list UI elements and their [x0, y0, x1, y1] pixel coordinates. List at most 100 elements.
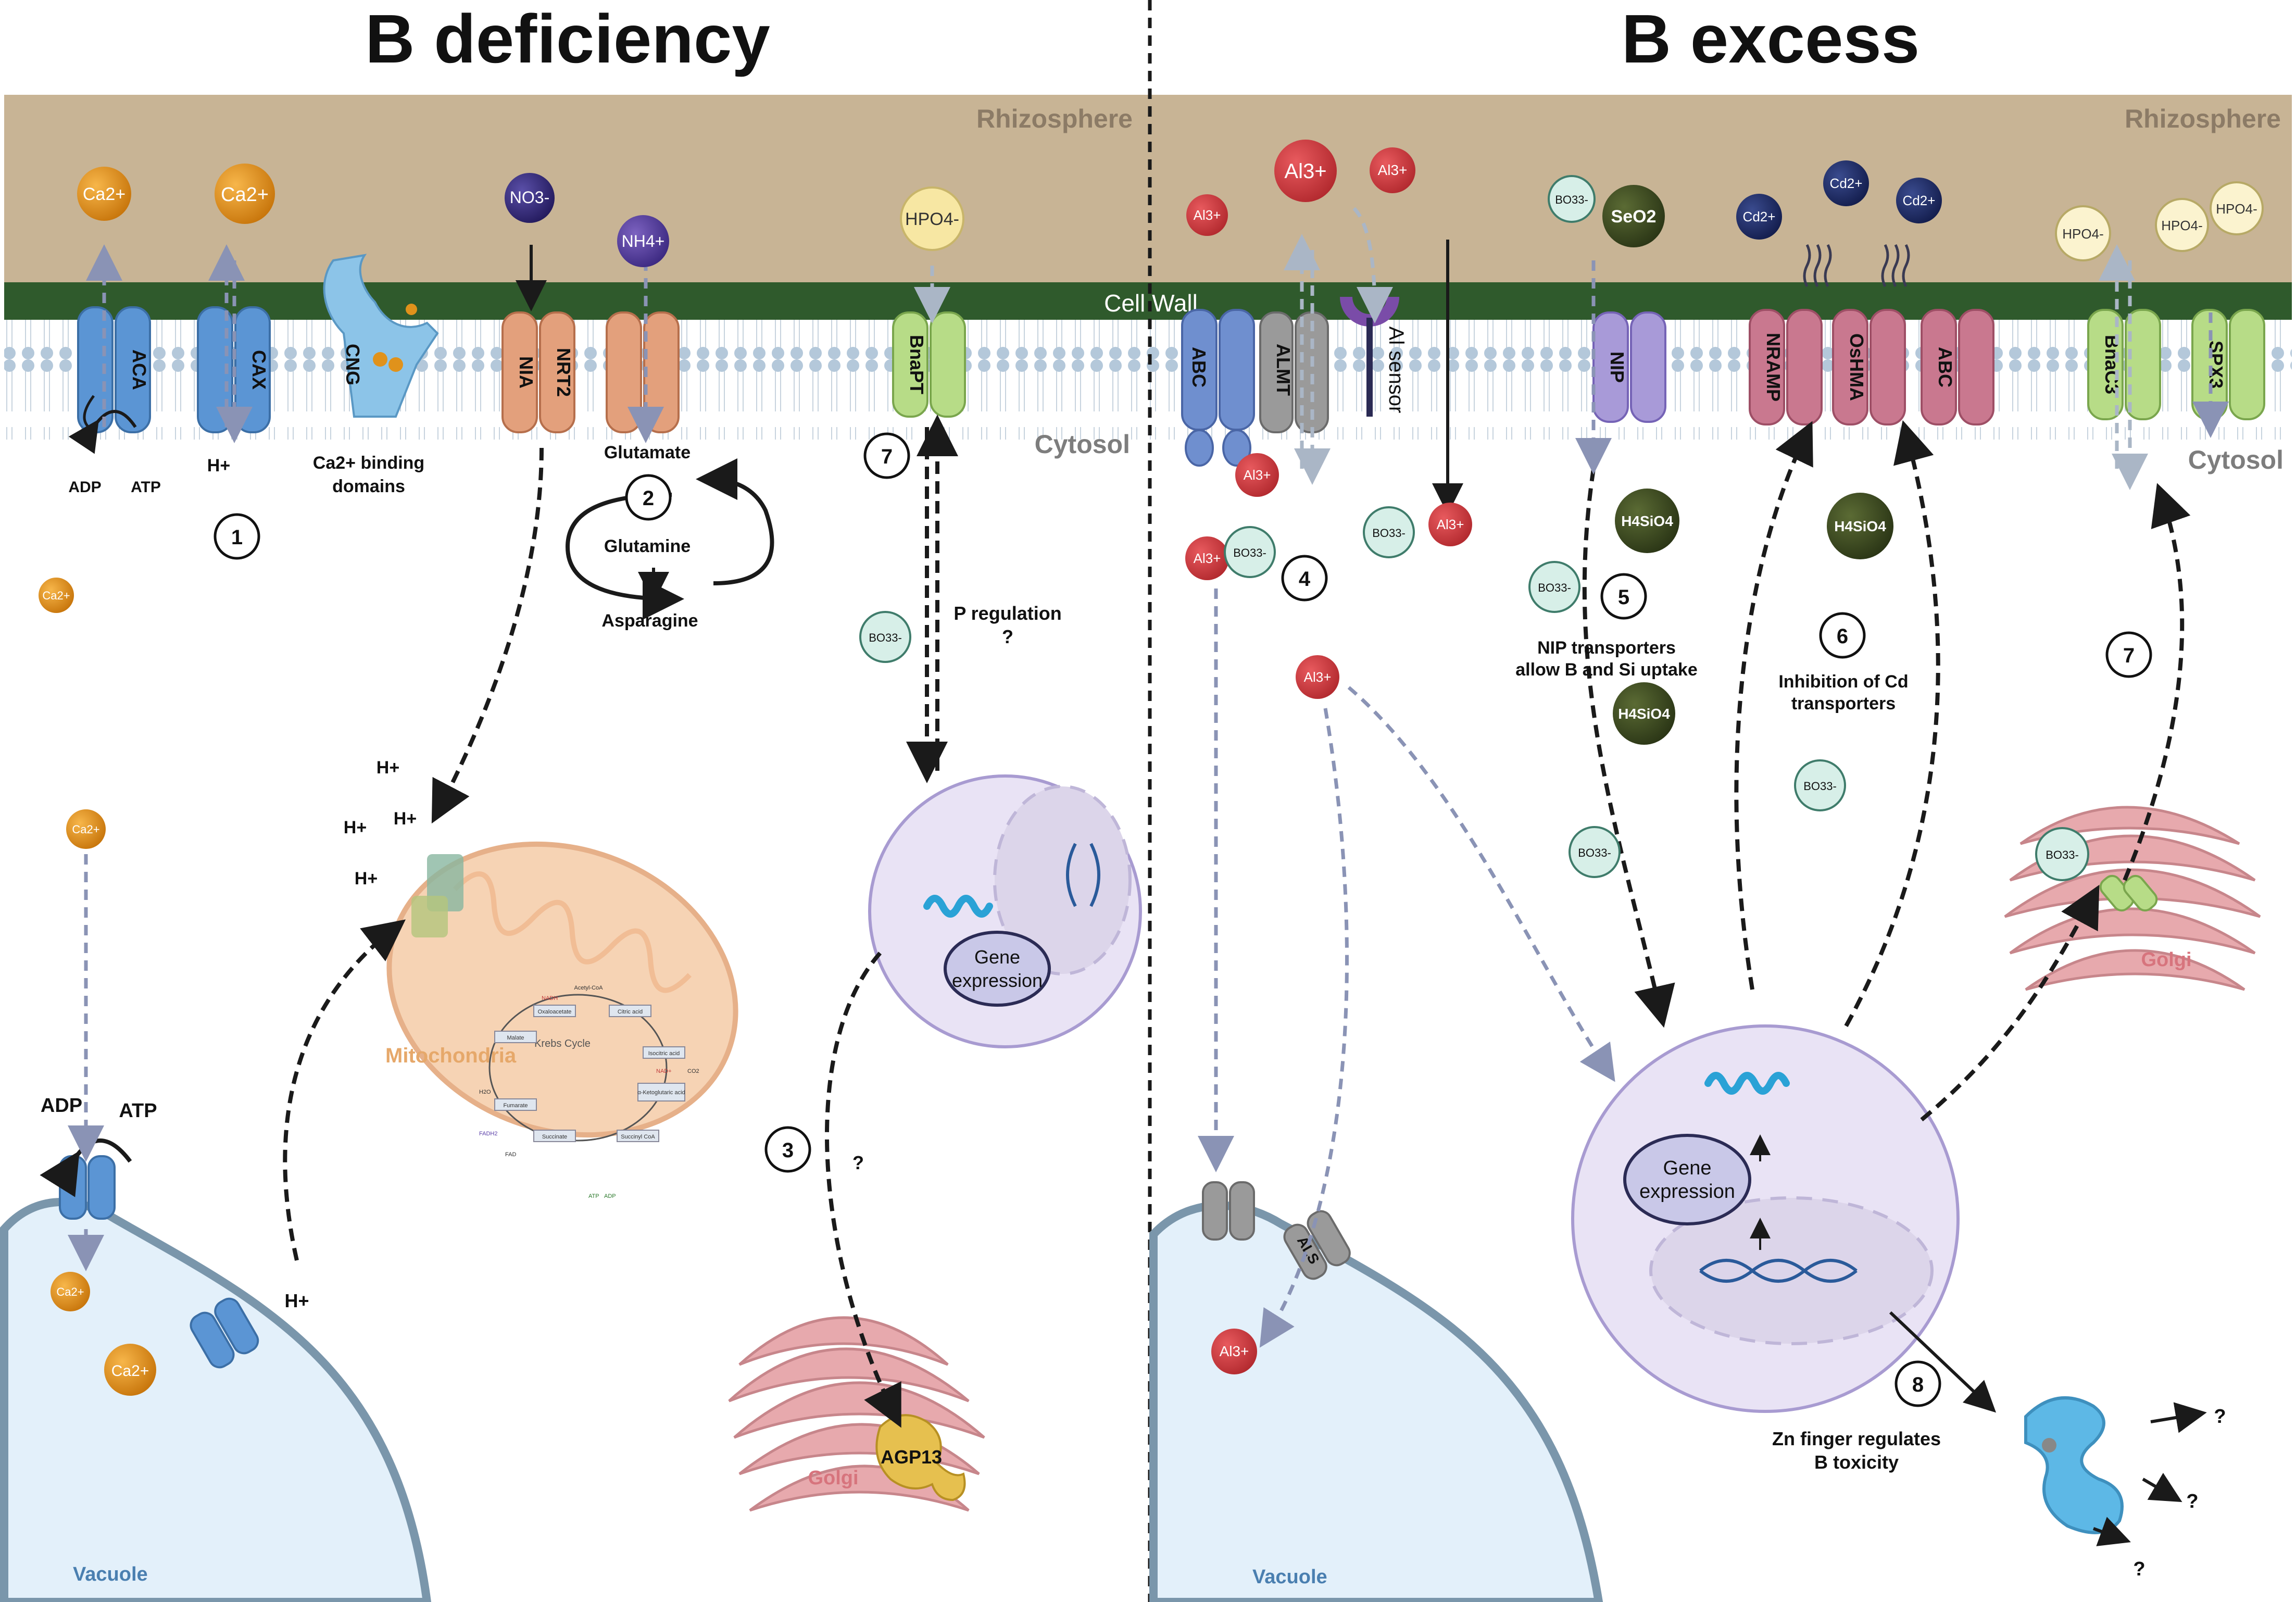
- svg-text:NIP: NIP: [1607, 352, 1628, 383]
- hpo4-ion: HPO4-: [2055, 205, 2111, 261]
- krebs-cycle: Oxaloacetate Citric acid Isocitric acid …: [479, 985, 699, 1199]
- svg-text:Oxaloacetate: Oxaloacetate: [538, 1009, 572, 1015]
- ammonium-transporter: [606, 311, 680, 433]
- cd-ion: Cd2+: [1736, 194, 1782, 240]
- step-7-left: 7: [863, 432, 910, 479]
- left-labels: ADP ATP ADP ATP Ca2+ binding domains Glu…: [41, 443, 1062, 1173]
- ca-ion: Ca2+: [66, 809, 106, 849]
- al-ion: Al3+: [1185, 536, 1229, 580]
- svg-text:Fumarate: Fumarate: [503, 1103, 528, 1109]
- svg-text:HPO4-: HPO4-: [2216, 201, 2257, 217]
- no3-ion: NO3-: [505, 173, 555, 223]
- bnac3-transporter: BnaC3: [2087, 309, 2161, 420]
- svg-text:Ca2+: Ca2+: [42, 589, 70, 602]
- bo3-ion: BO33-: [1363, 506, 1415, 558]
- h-ion: H+: [284, 1290, 309, 1311]
- bo3-ion: BO33-: [1224, 526, 1276, 578]
- vacuole-left: Vacuole: [0, 1197, 432, 1602]
- golgi-left-label: Golgi: [808, 1467, 858, 1489]
- agp13-protein: AGP13: [875, 1414, 966, 1501]
- svg-text:AGP13: AGP13: [881, 1446, 942, 1468]
- svg-text:NH4+: NH4+: [622, 232, 665, 251]
- ca-ion: Ca2+: [215, 164, 275, 224]
- svg-text:3: 3: [782, 1139, 794, 1162]
- adp-label-vacuole: ADP: [41, 1095, 82, 1117]
- zn-question-2: ?: [2186, 1491, 2198, 1512]
- svg-text:Al3+: Al3+: [1437, 517, 1464, 532]
- svg-text:Al3+: Al3+: [1284, 160, 1326, 183]
- step-1: 1: [214, 513, 260, 560]
- step-2: 2: [625, 474, 672, 521]
- p-regulation-label: P regulation: [953, 603, 1061, 624]
- bo3-ion: BO33-: [1569, 826, 1621, 878]
- svg-text:Ca2+: Ca2+: [221, 184, 269, 206]
- h4sio4-ion: H4SiO4: [1827, 493, 1893, 559]
- svg-text:HPO4-: HPO4-: [2062, 226, 2103, 242]
- mitochondria-label: Mitochondria: [385, 1044, 517, 1067]
- b-toxicity-label: B toxicity: [1814, 1451, 1899, 1473]
- nip-transporters-label: NIP transporters: [1537, 638, 1676, 658]
- golgi-right: Golgi: [2004, 806, 2261, 991]
- bo3-ion: BO33-: [1794, 759, 1846, 811]
- svg-text:1: 1: [231, 526, 243, 549]
- svg-text:8: 8: [1912, 1373, 1924, 1396]
- svg-text:Malate: Malate: [507, 1035, 524, 1041]
- svg-text:Al sensor: Al sensor: [1385, 327, 1408, 414]
- svg-text:NO3-: NO3-: [510, 188, 549, 207]
- krebs-cycle-label: Krebs Cycle: [534, 1038, 591, 1049]
- golgi-question-left: ?: [852, 1152, 864, 1173]
- ca-ion: Ca2+: [77, 167, 131, 221]
- ca-ion: Ca2+: [104, 1344, 156, 1396]
- nucleus-right: Gene expression: [1571, 1024, 1960, 1413]
- svg-text:BO33-: BO33-: [1538, 581, 1571, 594]
- cell-wall-label: Cell Wall: [1104, 290, 1198, 317]
- nucleus-left: Gene expression: [868, 774, 1142, 1048]
- svg-text:ALMT: ALMT: [1273, 344, 1294, 396]
- rhizosphere-label-right: Rhizosphere: [2125, 104, 2281, 133]
- al-ion: Al3+: [1428, 503, 1472, 546]
- ca-ion: Ca2+: [51, 1272, 90, 1311]
- svg-text:ATP: ATP: [588, 1193, 599, 1199]
- right-labels: NIP transporters allow B and Si uptake I…: [1515, 638, 2226, 1580]
- step-7-right: 7: [2105, 631, 2152, 678]
- ca-binding-domains-label: domains: [332, 477, 405, 496]
- zn-finger-label: Zn finger regulates: [1772, 1428, 1941, 1449]
- svg-text:CO2: CO2: [687, 1068, 699, 1074]
- svg-text:BO33-: BO33-: [1555, 193, 1588, 206]
- al-ion: Al3+: [1235, 453, 1279, 497]
- cax-transporter: CAX: [197, 306, 271, 433]
- svg-text:ABC: ABC: [1188, 347, 1210, 387]
- step-5: 5: [1600, 573, 1647, 620]
- cd-transporters-label: transporters: [1791, 694, 1896, 714]
- glutamine-label: Glutamine: [604, 536, 691, 556]
- h-ion: H+: [344, 818, 367, 837]
- bnapt-transporter: BnaPT: [892, 311, 966, 418]
- gene-expression-right-2: expression: [1639, 1181, 1735, 1203]
- svg-text:Acetyl-CoA: Acetyl-CoA: [574, 985, 603, 991]
- h-ion: H+: [355, 869, 378, 888]
- svg-text:Al3+: Al3+: [1194, 207, 1221, 223]
- svg-text:Citric acid: Citric acid: [618, 1009, 643, 1015]
- hpo4-ion: HPO4-: [2210, 181, 2264, 235]
- svg-text:Vacuole: Vacuole: [73, 1563, 148, 1585]
- cng-channel: CNG: [323, 254, 439, 418]
- glutamate-label: Glutamate: [604, 443, 691, 462]
- bo3-ion: BO33-: [2035, 827, 2089, 881]
- atp-label: ATP: [131, 479, 161, 496]
- vacuole-right: Vacuole: [1149, 1201, 1603, 1602]
- svg-text:H4SiO4: H4SiO4: [1621, 513, 1673, 529]
- svg-text:Cd2+: Cd2+: [1743, 209, 1776, 224]
- svg-text:Al3+: Al3+: [1378, 162, 1408, 178]
- flux-arrows: [40, 207, 2229, 1546]
- svg-text:2: 2: [643, 487, 654, 510]
- svg-text:Cd2+: Cd2+: [1903, 193, 1936, 208]
- svg-text:BnaPT: BnaPT: [906, 335, 927, 394]
- svg-text:BnaC3: BnaC3: [2101, 335, 2123, 394]
- svg-text:H2O: H2O: [479, 1089, 491, 1095]
- al-ion: Al3+: [1370, 147, 1415, 193]
- cytosol-label-left: Cytosol: [1035, 430, 1130, 459]
- svg-text:Isocitric acid: Isocitric acid: [648, 1050, 680, 1057]
- nh4-ion: NH4+: [617, 215, 669, 267]
- svg-text:NRAMP: NRAMP: [1763, 333, 1784, 402]
- zn-question-3: ?: [2133, 1558, 2145, 1580]
